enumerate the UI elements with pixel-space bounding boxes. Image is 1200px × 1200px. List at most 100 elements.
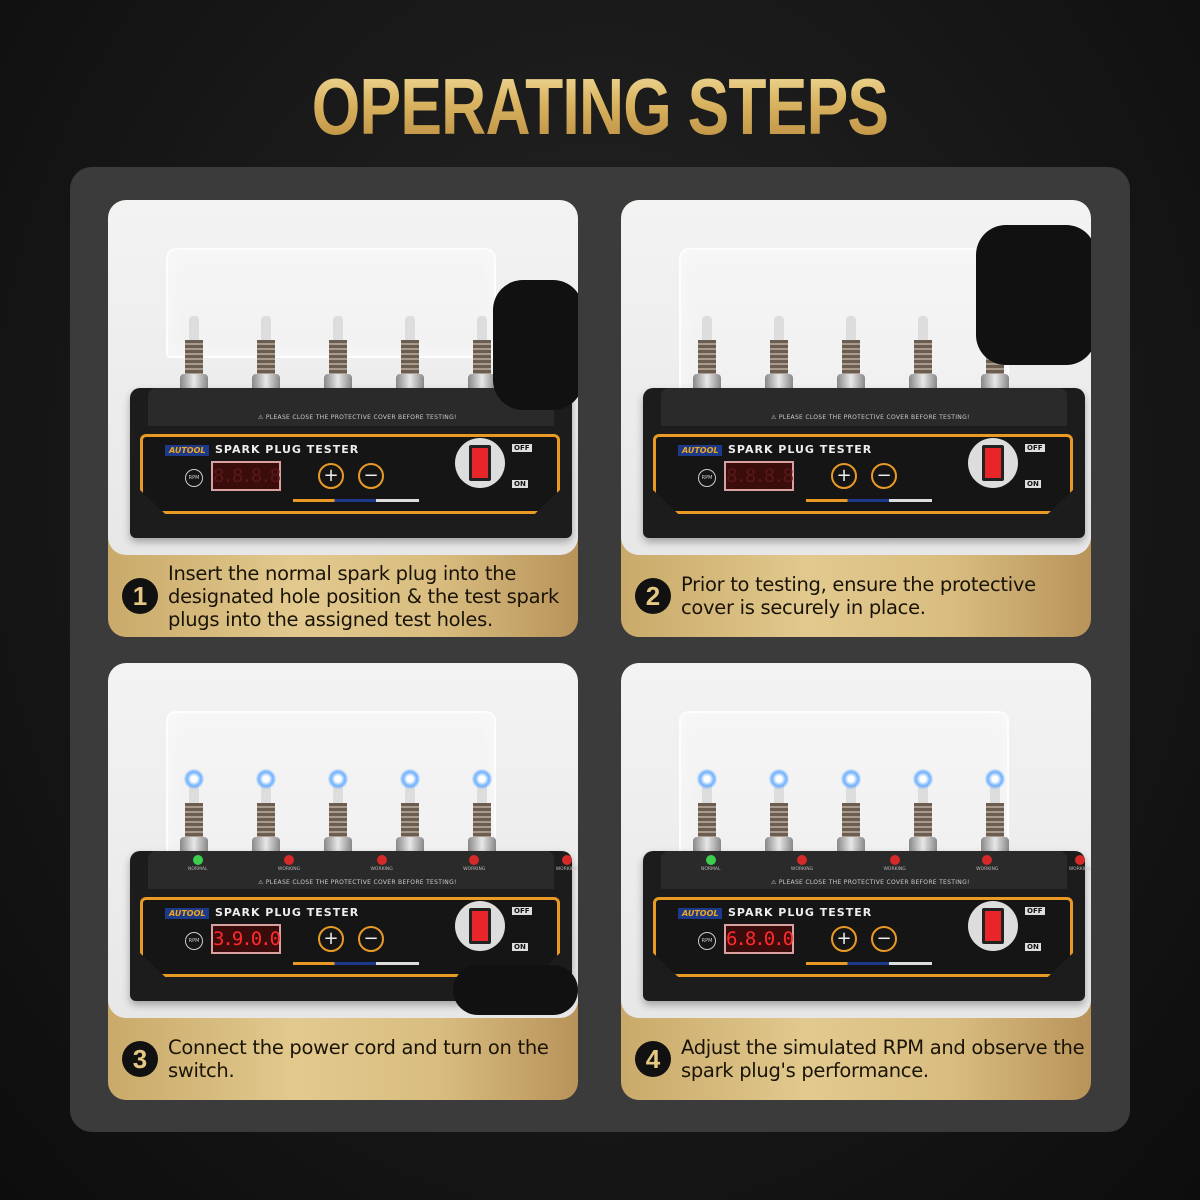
plug-deck: ⚠ PLEASE CLOSE THE PROTECTIVE COVER BEFO… [661, 388, 1067, 426]
spark-glow [256, 769, 276, 789]
plug-deck: ⚠ PLEASE CLOSE THE PROTECTIVE COVER BEFO… [148, 388, 554, 426]
rpm-display: 8.8.8.8 [211, 461, 281, 491]
led-indicator: WORKING [278, 855, 300, 872]
led-indicator: NORMAL [188, 855, 208, 872]
color-stripe [806, 962, 932, 965]
led-indicator: WORKING [463, 855, 485, 872]
off-label: OFF [512, 907, 532, 915]
glove-hand [493, 280, 578, 410]
step-caption: 1 Insert the normal spark plug into the … [122, 555, 572, 637]
power-switch[interactable] [455, 438, 505, 488]
product-name: SPARK PLUG TESTER [728, 443, 873, 456]
glove-hand [453, 965, 578, 1015]
brand-logo: AUTOOL [678, 445, 723, 456]
plus-button[interactable]: + [831, 463, 857, 489]
step-number: 2 [635, 578, 671, 614]
warning-label: ⚠ PLEASE CLOSE THE PROTECTIVE COVER BEFO… [258, 414, 457, 421]
step-number: 3 [122, 1041, 158, 1077]
plus-button[interactable]: + [318, 463, 344, 489]
rpm-icon: RPM [698, 469, 716, 487]
led-label: WORKING [1068, 867, 1091, 872]
step-caption: 2 Prior to testing, ensure the protectiv… [635, 555, 1085, 637]
plus-button[interactable]: + [318, 926, 344, 952]
spark-plug [176, 769, 212, 863]
spark-plug [761, 769, 797, 863]
led-indicator: WORKING [976, 855, 998, 872]
led-indicator: WORKING [1069, 855, 1091, 872]
warning-label: ⚠ PLEASE CLOSE THE PROTECTIVE COVER BEFO… [771, 414, 970, 421]
led-label: WORKING [555, 867, 578, 872]
spark-plug [833, 769, 869, 863]
minus-button[interactable]: − [358, 463, 384, 489]
spark-glow [913, 769, 933, 789]
spark-glow [985, 769, 1005, 789]
step-number: 4 [635, 1041, 671, 1077]
color-stripe [806, 499, 932, 502]
rpm-icon: RPM [185, 469, 203, 487]
spark-glow [697, 769, 717, 789]
rpm-display: 8.8.8.8 [724, 461, 794, 491]
on-label: ON [1025, 943, 1041, 951]
power-switch[interactable] [968, 438, 1018, 488]
spark-glow [841, 769, 861, 789]
steps-panel: ⚠ PLEASE CLOSE THE PROTECTIVE COVER BEFO… [70, 167, 1130, 1132]
led-label: WORKING [370, 867, 393, 872]
spark-glow [769, 769, 789, 789]
led-label: NORMAL [188, 867, 208, 872]
spark-glow [184, 769, 204, 789]
off-label: OFF [512, 444, 532, 452]
spark-plug [320, 769, 356, 863]
step-card-1: ⚠ PLEASE CLOSE THE PROTECTIVE COVER BEFO… [108, 200, 578, 637]
plus-button[interactable]: + [831, 926, 857, 952]
rpm-icon: RPM [698, 932, 716, 950]
spark-plug [464, 312, 500, 400]
spark-plug [833, 312, 869, 400]
led-indicator: NORMAL [701, 855, 721, 872]
led-label: WORKING [277, 867, 301, 872]
minus-button[interactable]: − [871, 926, 897, 952]
step-caption: 3 Connect the power cord and turn on the… [122, 1018, 572, 1100]
led-indicator: WORKING [556, 855, 578, 872]
spark-plug [392, 769, 428, 863]
step-text: Prior to testing, ensure the protective … [681, 573, 1036, 619]
product-name: SPARK PLUG TESTER [728, 906, 873, 919]
led-label: WORKING [976, 867, 999, 872]
off-label: OFF [1025, 444, 1045, 452]
led-label: NORMAL [701, 867, 721, 872]
page-title: OPERATING STEPS [132, 62, 1068, 152]
minus-button[interactable]: − [871, 463, 897, 489]
on-label: ON [1025, 480, 1041, 488]
minus-button[interactable]: − [358, 926, 384, 952]
warning-label: ⚠ PLEASE CLOSE THE PROTECTIVE COVER BEFO… [771, 879, 970, 886]
spark-plug [392, 312, 428, 400]
spark-glow [400, 769, 420, 789]
spark-plug-tester: ⚠ PLEASE CLOSE THE PROTECTIVE COVER BEFO… [643, 388, 1085, 538]
step-number: 1 [122, 578, 158, 614]
rpm-icon: RPM [185, 932, 203, 950]
spark-plug [689, 769, 725, 863]
spark-plug [977, 769, 1013, 863]
product-name: SPARK PLUG TESTER [215, 443, 360, 456]
spark-glow [328, 769, 348, 789]
brand-logo: AUTOOL [165, 445, 210, 456]
brand-logo: AUTOOL [165, 908, 210, 919]
step-text: Adjust the simulated RPM and observe the… [681, 1036, 1085, 1082]
step-photo: ⚠ PLEASE CLOSE THE PROTECTIVE COVER BEFO… [108, 200, 578, 555]
spark-plug-tester: ⚠ PLEASE CLOSE THE PROTECTIVE COVER BEFO… [130, 388, 572, 538]
power-switch[interactable] [455, 901, 505, 951]
spark-plug [905, 312, 941, 400]
spark-plug [248, 769, 284, 863]
spark-plug [320, 312, 356, 400]
spark-plug [905, 769, 941, 863]
power-switch[interactable] [968, 901, 1018, 951]
glove-hand [976, 225, 1091, 365]
spark-plug [689, 312, 725, 400]
